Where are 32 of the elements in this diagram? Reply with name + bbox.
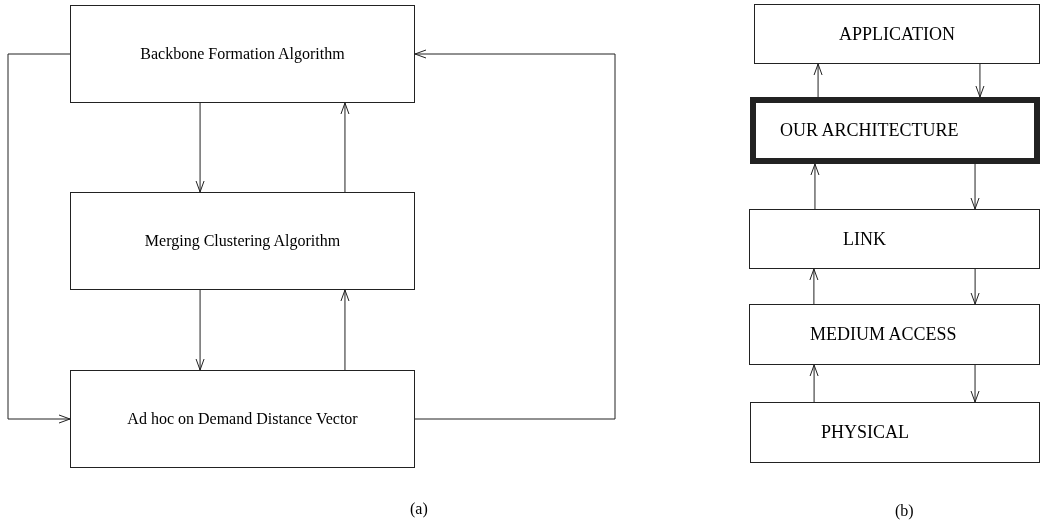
arrow [970,163,980,210]
process-box [70,370,415,468]
process-box [749,209,1040,269]
process-box [750,402,1040,463]
arrow [975,63,985,98]
arrow [340,289,350,371]
panel-label: (a) [410,500,428,518]
process-box [754,4,1040,64]
node-label: Ad hoc on Demand Distance Vector [127,410,358,428]
node-label: Backbone Formation Algorithm [140,45,345,63]
arrow [970,364,980,403]
panel-label: (b) [895,502,914,520]
process-box [70,5,415,103]
node-label: LINK [843,228,886,250]
arrow [7,53,71,424]
node-label: OUR ARCHITECTURE [780,120,959,141]
arrow [809,364,819,403]
highlighted-layer-box [750,97,1040,164]
arrow [340,102,350,193]
node-label: PHYSICAL [821,422,909,443]
node-label: MEDIUM ACCESS [810,324,957,345]
process-box [70,192,415,290]
arrow [195,102,205,193]
node-label: Merging Clustering Algorithm [144,232,341,250]
arrow [809,268,819,305]
arrow [195,289,205,371]
arrow [813,63,823,98]
arrow [414,49,616,420]
arrow [970,268,980,305]
node-label: APPLICATION [839,23,955,45]
arrow [810,163,820,210]
process-box [749,304,1040,365]
